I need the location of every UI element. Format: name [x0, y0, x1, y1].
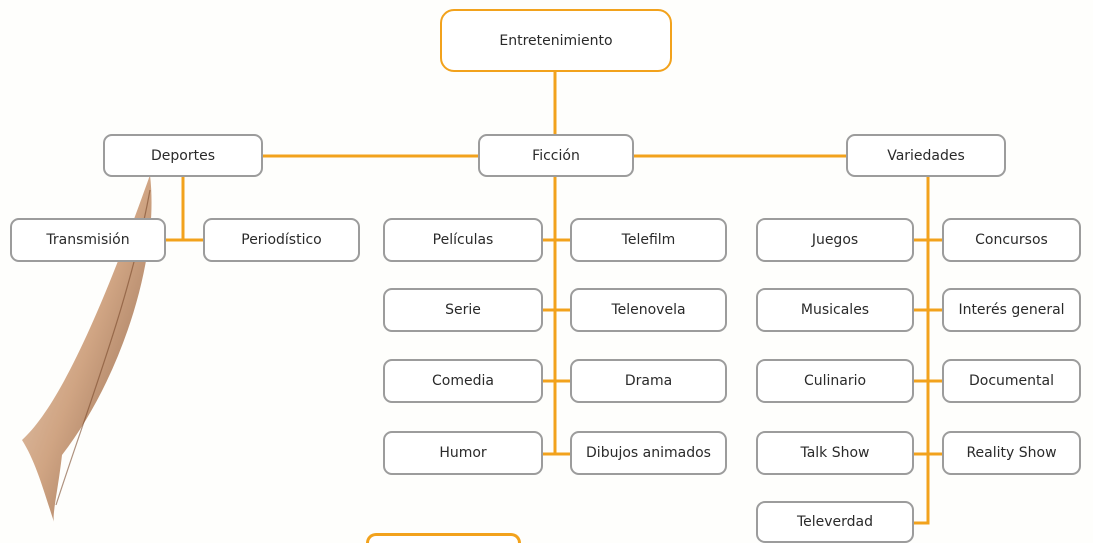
subcategory-node: Documental	[942, 359, 1081, 403]
subcategory-node: Transmisión	[10, 218, 166, 262]
subcategory-node: Telenovela	[570, 288, 727, 332]
root-node-entretenimiento: Entretenimiento	[440, 9, 672, 72]
node-label: Televerdad	[796, 514, 874, 530]
node-label: Telenovela	[611, 302, 686, 318]
subcategory-node: Concursos	[942, 218, 1081, 262]
node-label: Entretenimiento	[499, 32, 613, 49]
node-label: Musicales	[800, 302, 870, 318]
category-node-variedades: Variedades	[846, 134, 1006, 177]
subcategory-node: Televerdad	[756, 501, 914, 543]
subcategory-node: Telefilm	[570, 218, 727, 262]
node-label: Comedia	[432, 373, 494, 389]
subcategory-node: Reality Show	[942, 431, 1081, 475]
node-label: Variedades	[887, 147, 965, 164]
node-label: Telefilm	[621, 232, 676, 248]
node-label: Dibujos animados	[586, 445, 711, 461]
subcategory-node: Periodístico	[203, 218, 360, 262]
node-label: Juegos	[811, 232, 859, 248]
subcategory-node: Serie	[383, 288, 543, 332]
node-label: Culinario	[803, 373, 867, 389]
subcategory-node: Juegos	[756, 218, 914, 262]
category-node-ficcion: Ficción	[478, 134, 634, 177]
subcategory-node: Talk Show	[756, 431, 914, 475]
subcategory-node: Humor	[383, 431, 543, 475]
node-label: Transmisión	[46, 232, 130, 248]
node-label: Periodístico	[241, 232, 322, 248]
subcategory-node: Musicales	[756, 288, 914, 332]
node-label: Deportes	[151, 147, 215, 164]
node-label: Drama	[624, 373, 673, 389]
node-label: Serie	[445, 302, 481, 318]
subcategory-node: Culinario	[756, 359, 914, 403]
node-label: Talk Show	[800, 445, 870, 461]
node-label: Películas	[432, 232, 494, 248]
node-label: Humor	[439, 445, 487, 461]
subcategory-node: Interés general	[942, 288, 1081, 332]
subcategory-node: Drama	[570, 359, 727, 403]
node-label: Ficción	[532, 147, 580, 164]
subcategory-node: Películas	[383, 218, 543, 262]
node-label: Reality Show	[966, 445, 1057, 461]
node-label: Documental	[969, 373, 1054, 389]
category-node-deportes: Deportes	[103, 134, 263, 177]
partial-node-bottom	[366, 533, 521, 543]
subcategory-node: Comedia	[383, 359, 543, 403]
node-label: Concursos	[975, 232, 1048, 248]
subcategory-node: Dibujos animados	[570, 431, 727, 475]
node-label: Interés general	[958, 302, 1065, 318]
